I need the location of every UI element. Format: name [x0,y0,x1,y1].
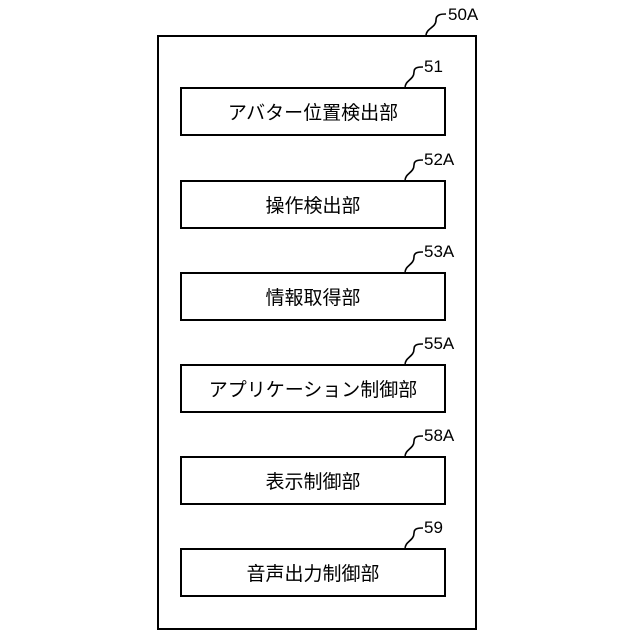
block-ref: 53A [424,242,455,261]
block-label: 操作検出部 [265,195,360,217]
block-label: 音声出力制御部 [246,563,379,585]
block-ref: 51 [424,57,443,76]
device-frame-ref: 50A [448,5,479,24]
device-frame-leader [426,14,446,36]
block-ref: 58A [424,426,455,445]
block-ref: 52A [424,150,455,169]
block-ref: 55A [424,334,455,353]
block-label: 情報取得部 [265,287,360,309]
block-label: アバター位置検出部 [228,102,398,124]
block-label: アプリケーション制御部 [209,379,418,401]
block-ref: 59 [424,518,443,537]
block-label: 表示制御部 [265,471,360,493]
